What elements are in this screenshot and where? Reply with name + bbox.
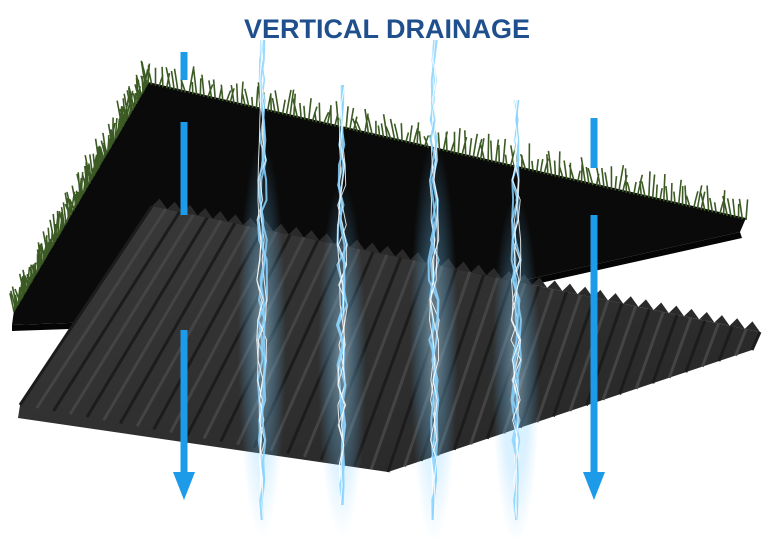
water-stream-icon [428, 39, 440, 521]
water-stream-icon [335, 84, 347, 506]
panel-ridge [734, 328, 748, 357]
panel-ridge [85, 216, 209, 418]
panel-ridge [535, 294, 582, 423]
panel-ridge [35, 208, 168, 409]
water-stream-icon [429, 39, 440, 521]
panel-ridge [684, 320, 707, 373]
water-stream-icon [510, 99, 521, 521]
down-arrow-icon [173, 472, 195, 500]
panel-ridge [568, 300, 610, 412]
panel-ridge [618, 308, 651, 395]
water-stream-icon [428, 39, 440, 521]
panel-ridge [135, 225, 251, 428]
drainage-arrows [173, 52, 605, 500]
grass-blades [9, 60, 749, 313]
panel-ridge [18, 205, 154, 406]
panel-ridge [601, 305, 638, 401]
water-stream-icon [257, 39, 267, 521]
down-arrow-icon [583, 472, 605, 500]
water-streams [238, 39, 540, 539]
panel-ridge [102, 219, 223, 421]
panel-ridge [634, 311, 665, 390]
panel-ridge [651, 314, 679, 384]
water-stream-icon [427, 39, 439, 521]
water-stream-icon [337, 84, 346, 506]
water-stream-icon [337, 84, 347, 506]
panel-ridge [68, 213, 195, 415]
water-stream-icon [511, 99, 521, 521]
water-stream-icon [257, 39, 267, 521]
panel-ridge [552, 297, 596, 418]
panel-ridge [52, 210, 181, 412]
panel-ridge [700, 322, 720, 368]
diagram-title: VERTICAL DRAINAGE [243, 14, 531, 44]
water-stream-icon [256, 39, 264, 521]
panel-ridge [750, 331, 762, 351]
panel-ridge [119, 222, 237, 425]
panel-ridge [717, 325, 734, 362]
water-glow [410, 140, 458, 539]
panel-ridge [667, 317, 693, 379]
